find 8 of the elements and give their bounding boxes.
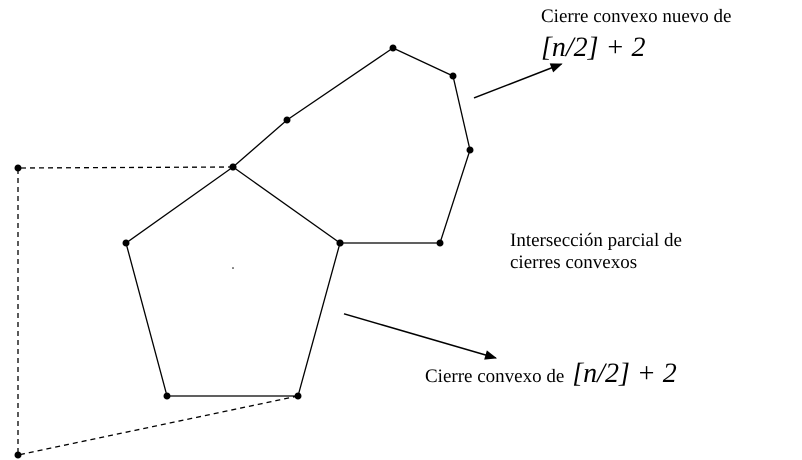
formula: [n/2] + 2 bbox=[572, 358, 677, 389]
formula: [n/2] + 2 bbox=[541, 32, 646, 64]
annotation-text: Intersección parcial de cierres convexos bbox=[510, 230, 683, 274]
arrow bbox=[344, 313, 498, 360]
polygon-drawing bbox=[122, 163, 344, 400]
caption-text: Cierre convexo de bbox=[425, 366, 564, 387]
arrow bbox=[474, 63, 563, 99]
caption-text: Cierre convexo nuevo de bbox=[541, 6, 732, 28]
